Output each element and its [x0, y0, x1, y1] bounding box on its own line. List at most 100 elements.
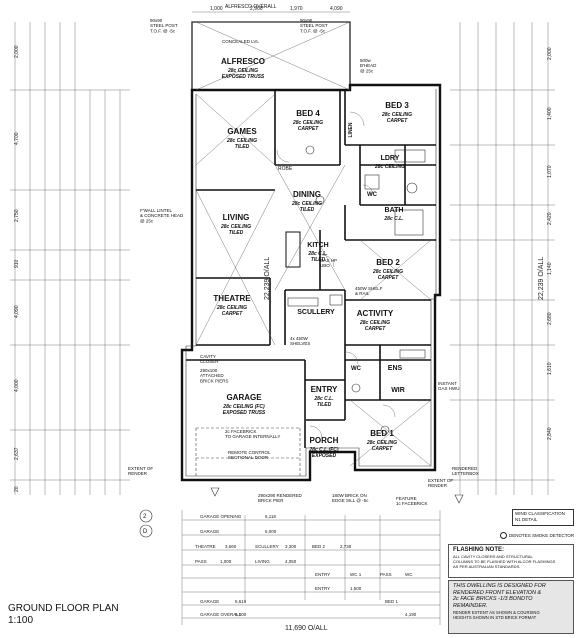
room-garage-sub: 28c CEILING (FC)EXPOSED TRUSS — [222, 404, 266, 416]
svg-text:ENTRY: ENTRY — [315, 586, 330, 591]
flashing-note: FLASHING NOTE: ALL CAVITY CLOSERS AND ST… — [448, 544, 574, 578]
overall-depth-right: 22,239 O/ALL — [538, 257, 545, 300]
wind-classification-box: WIND CLASSIFICATION N1 DETAIL — [512, 509, 574, 526]
svg-text:GARAGE OPENING: GARAGE OPENING — [200, 514, 242, 519]
svg-text:GARAGE: GARAGE — [200, 529, 219, 534]
overall-width: 11,690 O/ALL — [285, 625, 328, 632]
svg-text:2: 2 — [143, 514, 147, 520]
flashing-note-title: FLASHING NOTE: — [453, 547, 504, 553]
fwall-lintel-note: F'WALL LINTEL& CONCRETE HEAD@ 25c — [140, 208, 184, 223]
room-bath: BATH — [385, 207, 404, 214]
room-theatre: THEATRE — [213, 294, 251, 303]
room-wc: WC — [367, 192, 378, 198]
room-activity: ACTIVITY — [357, 309, 394, 318]
drawing-title-text: GROUND FLOOR PLAN — [8, 603, 119, 614]
svg-text:4,090: 4,090 — [330, 6, 343, 12]
svg-text:BED 1: BED 1 — [385, 599, 399, 604]
svg-text:2,840: 2,840 — [547, 427, 553, 440]
concealed-lvl-note: CONCEALED LVL — [222, 39, 259, 44]
room-kitch: KITCH — [307, 242, 328, 249]
svg-text:1,000: 1,000 — [220, 559, 232, 564]
svg-text:5,118: 5,118 — [265, 514, 276, 519]
svg-text:4,190: 4,190 — [405, 612, 417, 617]
svg-text:WC 1: WC 1 — [350, 572, 362, 577]
room-garage: GARAGE — [226, 393, 262, 402]
svg-text:1,610: 1,610 — [547, 362, 553, 375]
svg-text:20: 20 — [14, 486, 20, 492]
svg-text:1,000: 1,000 — [210, 6, 223, 12]
svg-text:BED 2: BED 2 — [312, 544, 326, 549]
svg-text:PASS: PASS — [380, 572, 392, 577]
room-alfresco: ALFRESCO — [221, 57, 265, 66]
room-ens: ENS — [388, 365, 403, 372]
svg-text:6,000: 6,000 — [265, 529, 277, 534]
north-marks — [210, 487, 464, 504]
room-bed4: BED 4 — [296, 109, 320, 118]
internal-walls — [186, 90, 436, 448]
svg-text:GARAGE: GARAGE — [200, 599, 219, 604]
svg-text:4,000: 4,000 — [14, 379, 20, 392]
svg-text:WC: WC — [405, 572, 413, 577]
svg-text:2,680: 2,680 — [547, 312, 553, 325]
flashing-note-body: ALL CAVITY CLOSERS AND STRUCTURAL COLUMN… — [453, 554, 556, 569]
room-scullery: SCULLERY — [297, 309, 335, 316]
drawing-title: GROUND FLOOR PLAN 1:100 — [8, 603, 119, 627]
svg-text:THEATRE: THEATRE — [195, 544, 216, 549]
room-living: LIVING — [223, 213, 250, 222]
smoke-detector-legend: DENOTES SMOKE DETECTOR — [500, 531, 574, 541]
room-ldry: LDRY — [381, 155, 400, 162]
dwelling-design-note: THIS DWELLING IS DESIGNED FOR RENDERED F… — [448, 580, 574, 634]
garage-door — [195, 427, 301, 476]
svg-text:PASS: PASS — [195, 559, 207, 564]
room-entry: ENTRY — [311, 385, 338, 394]
svg-text:910: 910 — [14, 259, 20, 268]
svg-text:1,140: 1,140 — [547, 262, 553, 275]
svg-text:2,000: 2,000 — [14, 45, 20, 58]
shelf-rail-note: 450W SHELF& RAIL — [355, 286, 383, 296]
room-bed3: BED 3 — [385, 101, 409, 110]
room-wir: WIR — [391, 387, 405, 394]
alfresco-overall-note: ALFRESCO OVERALL — [225, 4, 277, 10]
svg-text:1,070: 1,070 — [547, 165, 553, 178]
dwelling-note-title: THIS DWELLING IS DESIGNED FOR RENDERED F… — [453, 583, 546, 609]
room-porch: PORCH — [310, 436, 339, 445]
room-bed1: BED 1 — [370, 429, 394, 438]
fixtures — [287, 149, 426, 393]
overall-depth-left: 22,239 O/ALL — [264, 257, 271, 300]
room-wc2: WC — [351, 366, 362, 372]
dimension-lines — [10, 11, 555, 625]
svg-text:LIVING: LIVING — [255, 559, 270, 564]
room-dining: DINING — [293, 190, 321, 199]
svg-text:2,750: 2,750 — [14, 209, 20, 222]
svg-text:5,618: 5,618 — [235, 599, 247, 604]
svg-text:3,660: 3,660 — [225, 544, 237, 549]
svg-text:3,300: 3,300 — [285, 544, 297, 549]
room-linen: LINEN — [348, 122, 354, 137]
svg-text:2,637: 2,637 — [14, 447, 20, 460]
room-bed2: BED 2 — [376, 258, 400, 267]
